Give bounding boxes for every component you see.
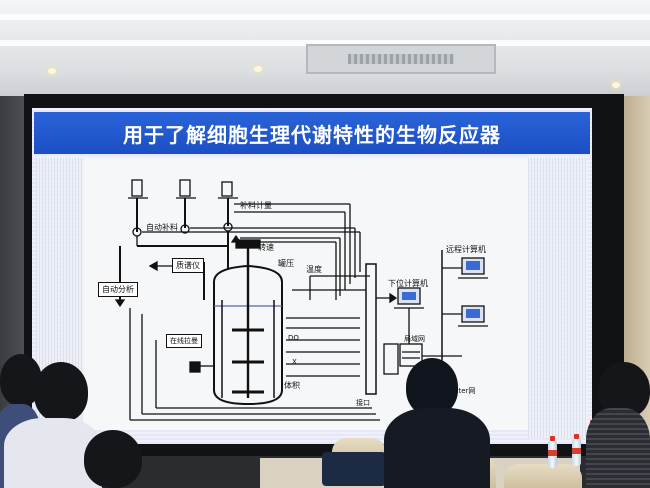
slide-title: 用于了解细胞生理代谢特性的生物反应器 [123,122,501,147]
feed-valve [180,224,190,234]
ceiling [0,0,650,100]
label-feed-metering: 补料计量 [240,201,272,210]
chair [504,464,582,488]
ceiling-spotlight [48,68,56,74]
slide-texture-right [528,158,588,438]
slide-title-bar: 用于了解细胞生理代谢特性的生物反应器 [34,112,590,154]
label-auto-feed: 自动补料 [146,223,178,232]
feed-bottle [179,179,191,197]
label-auto-analysis: 自动分析 [98,282,138,297]
feed-bottle [131,179,143,197]
label-interface: 接口 [356,399,370,407]
label-speed: 转速 [258,243,274,252]
ceiling-spotlight [612,82,620,88]
vessel-body [213,264,283,406]
label-do: DO [288,334,299,342]
ceiling-light-strip [0,14,650,20]
label-internet: Inter网 [452,387,476,395]
label-volume: 体积 [284,381,300,390]
label-online-sampling: 在线拉曼 [166,334,202,348]
label-pressure: 罐压 [278,259,294,268]
ceiling-ac-vent [306,44,496,74]
ceiling-light-strip [0,40,650,46]
water-bottle [548,436,557,468]
sampling-pump [189,361,201,373]
interface-panel [365,263,377,395]
label-x: X [292,358,297,366]
label-lan: 局域网 [404,335,425,343]
label-lower-computer: 下位计算机 [388,279,428,288]
feed-bottle [221,181,233,197]
label-mass-spectrometer: 质谱仪 [172,258,204,273]
label-remote-computer: 远程计算机 [446,245,486,254]
laptop-bag [322,452,386,486]
label-temperature: 温度 [306,265,322,274]
lan-switch [399,343,423,367]
ceiling-spotlight [254,66,262,72]
water-bottle [572,434,581,466]
